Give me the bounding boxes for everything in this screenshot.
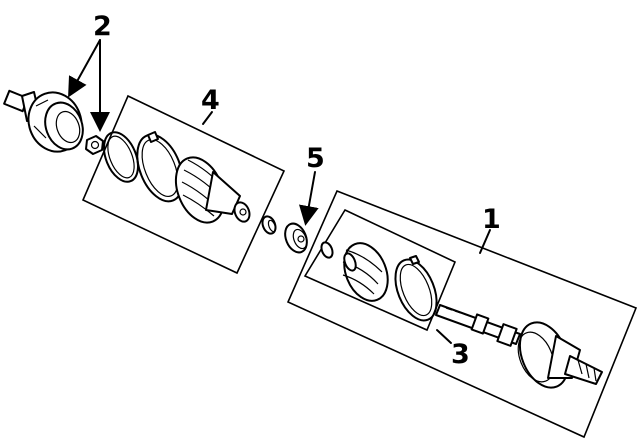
- inner-boot: [342, 242, 389, 302]
- callout-5: 5: [306, 143, 325, 174]
- callout-1: 1: [482, 204, 501, 235]
- outer-boot: [174, 156, 251, 224]
- leader-lines: [68, 39, 491, 344]
- bearing-part-5: [284, 222, 308, 254]
- clamp-ring-large: [136, 131, 184, 203]
- circlip: [261, 215, 277, 235]
- callout-2: 2: [93, 11, 112, 42]
- group-frame-3: [303, 208, 457, 332]
- outer-cv-joint: [3, 89, 84, 153]
- group-frame-4: [81, 94, 286, 275]
- callout-3: 3: [451, 339, 470, 370]
- inner-cv-joint: [517, 321, 603, 389]
- group-frame-1: [286, 189, 638, 439]
- inner-circlip: [320, 241, 334, 259]
- nut-part: [85, 135, 104, 155]
- axle-shaft: [435, 304, 521, 347]
- callout-4: 4: [201, 85, 220, 116]
- clamp-ring-small: [103, 131, 139, 183]
- inner-clamp-ring: [394, 255, 438, 322]
